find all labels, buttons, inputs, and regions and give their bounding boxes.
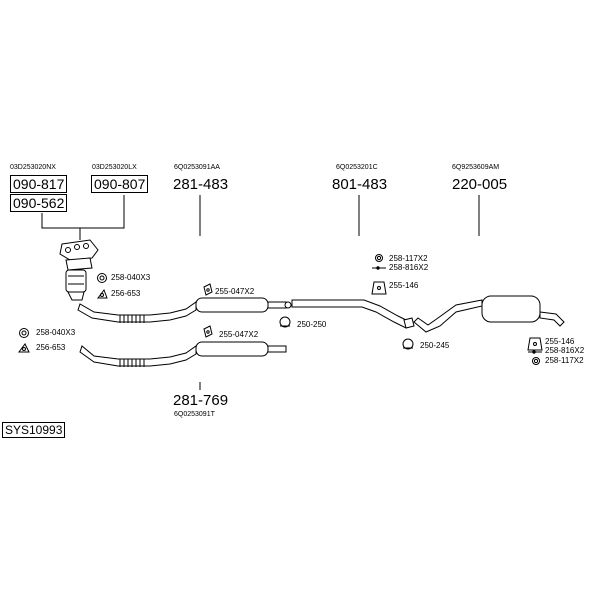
fitting-ring-centre[interactable]: 258-117X2: [389, 254, 428, 263]
fitting-bolt-centre[interactable]: 258-816X2: [389, 263, 429, 272]
fitting-mount-centre[interactable]: 255-146: [389, 281, 419, 290]
ring-rear-icon: [532, 357, 540, 365]
part-number-rear-silencer[interactable]: 220-005: [452, 176, 508, 193]
oe-number-centre-silencer: 6Q0253201C: [336, 164, 378, 171]
bolt-rear-icon: [528, 350, 542, 354]
clamp-front-icon: [279, 316, 291, 328]
catalytic-converter: [59, 239, 99, 301]
clamp-rear-icon: [402, 338, 414, 350]
centre-silencer: [291, 299, 415, 329]
rear-silencer: [413, 295, 565, 333]
oe-number-cat-lx: 03D253020LX: [92, 164, 137, 171]
fitting-nut-lower[interactable]: 258-040X3: [36, 328, 76, 337]
part-number-cat-nx[interactable]: 090-817: [10, 175, 68, 193]
fitting-ring-rear[interactable]: 258-117X2: [545, 356, 584, 365]
mount-centre-icon: [371, 281, 387, 295]
oe-number-cat-nx: 03D253020NX: [10, 164, 56, 171]
front-pipe-upper: [77, 297, 292, 323]
mount-upper-icon: [203, 283, 213, 296]
nut-upper-icon: [97, 273, 107, 283]
fitting-clamp-rear[interactable]: 250-245: [420, 341, 450, 350]
fitting-bolt-rear[interactable]: 258-816X2: [545, 346, 585, 355]
fitting-nut-upper[interactable]: 258-040X3: [111, 273, 151, 282]
gasket-upper-icon: [97, 288, 108, 299]
part-number-front-pipe-upper[interactable]: 281-483: [173, 176, 229, 193]
fitting-mount-lower[interactable]: 255-047X2: [219, 330, 259, 339]
fitting-gasket-lower[interactable]: 256-653: [36, 343, 66, 352]
nut-lower-icon: [19, 328, 29, 338]
part-number-centre-silencer[interactable]: 801-483: [332, 176, 388, 193]
gasket-lower-icon: [18, 343, 30, 353]
fitting-mount-upper[interactable]: 255-047X2: [215, 287, 255, 296]
part-number-front-pipe-lower[interactable]: 281-769: [173, 392, 229, 409]
front-pipe-lower: [79, 341, 287, 367]
cat-leader-line: [41, 195, 125, 229]
fitting-mount-rear[interactable]: 255-146: [545, 337, 575, 346]
fitting-clamp-front[interactable]: 250-250: [297, 320, 327, 329]
oe-number-front-pipe-lower: 6Q0253091T: [174, 411, 215, 418]
mount-rear-icon: [527, 337, 543, 351]
system-code: SYS10993: [2, 422, 66, 438]
oe-number-rear-silencer: 6Q9253609AM: [452, 164, 500, 171]
oe-number-front-pipe-upper: 6Q0253091AA: [174, 164, 220, 171]
part-number-cat-alt[interactable]: 090-562: [10, 194, 68, 212]
ring-centre-icon: [375, 254, 383, 262]
bolt-centre-icon: [372, 266, 386, 270]
part-number-cat-lx[interactable]: 090-807: [91, 175, 149, 193]
fitting-gasket-upper[interactable]: 256-653: [111, 289, 141, 298]
mount-lower-icon: [203, 325, 213, 338]
